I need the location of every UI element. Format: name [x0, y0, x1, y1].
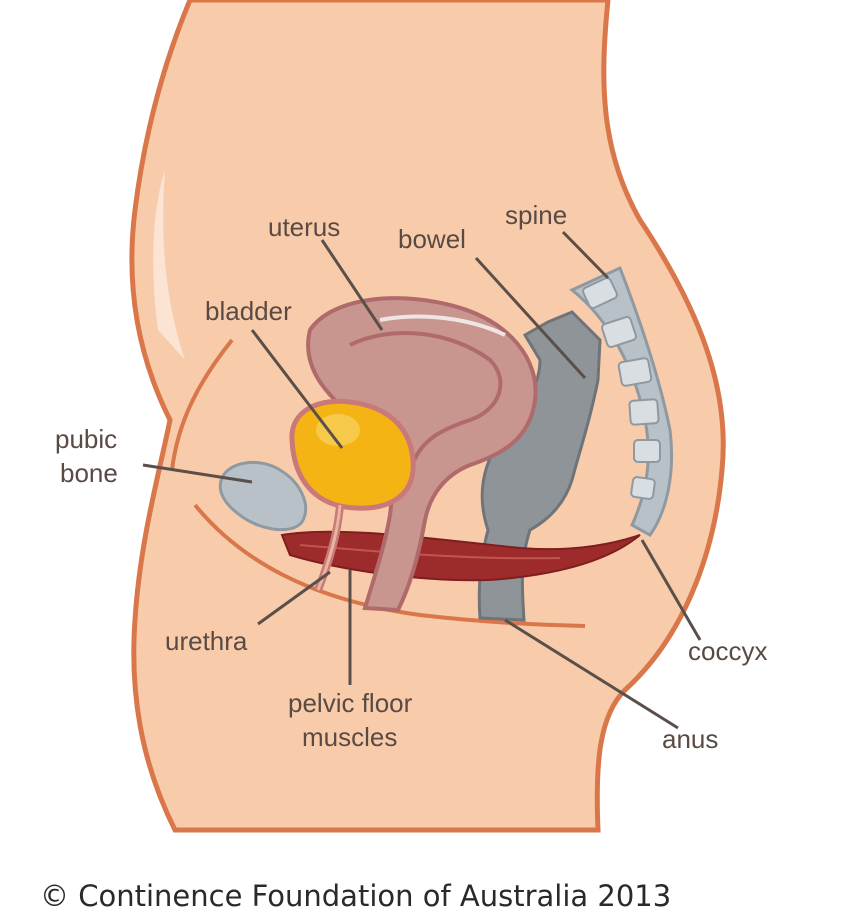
label-spine: spine	[505, 200, 567, 230]
label-coccyx: coccyx	[688, 636, 767, 666]
label-bladder: bladder	[205, 296, 292, 326]
bowel-leader	[474, 256, 587, 380]
label-uterus: uterus	[268, 212, 340, 242]
pubic-bone-leader	[142, 463, 253, 484]
urethra-leader	[257, 570, 331, 626]
label-pubic-bone-line2: bone	[60, 458, 118, 488]
uterus-cavity	[349, 331, 503, 471]
body-highlight	[153, 170, 185, 360]
vertebra-segments	[582, 277, 661, 500]
spine-leader	[561, 230, 610, 280]
coccyx-leader	[640, 539, 702, 641]
label-pubic-bone-line1: pubic	[55, 424, 117, 454]
label-urethra: urethra	[165, 626, 248, 656]
label-pelvic-floor-line2: muscles	[302, 722, 397, 752]
copyright-notice: © Continence Foundation of Australia 201…	[40, 879, 671, 913]
anus-leader	[504, 618, 679, 730]
label-pelvic-floor-line1: pelvic floor	[288, 688, 413, 718]
urethra-inner	[316, 504, 342, 591]
bladder-shine	[316, 414, 360, 446]
label-anus: anus	[662, 724, 718, 754]
abdominal-contour	[170, 338, 234, 471]
uterus-highlight	[379, 314, 506, 337]
perineum-contour	[193, 503, 586, 628]
bladder-leader	[250, 329, 344, 449]
uterus-leader	[320, 239, 384, 331]
label-bowel: bowel	[398, 224, 466, 254]
